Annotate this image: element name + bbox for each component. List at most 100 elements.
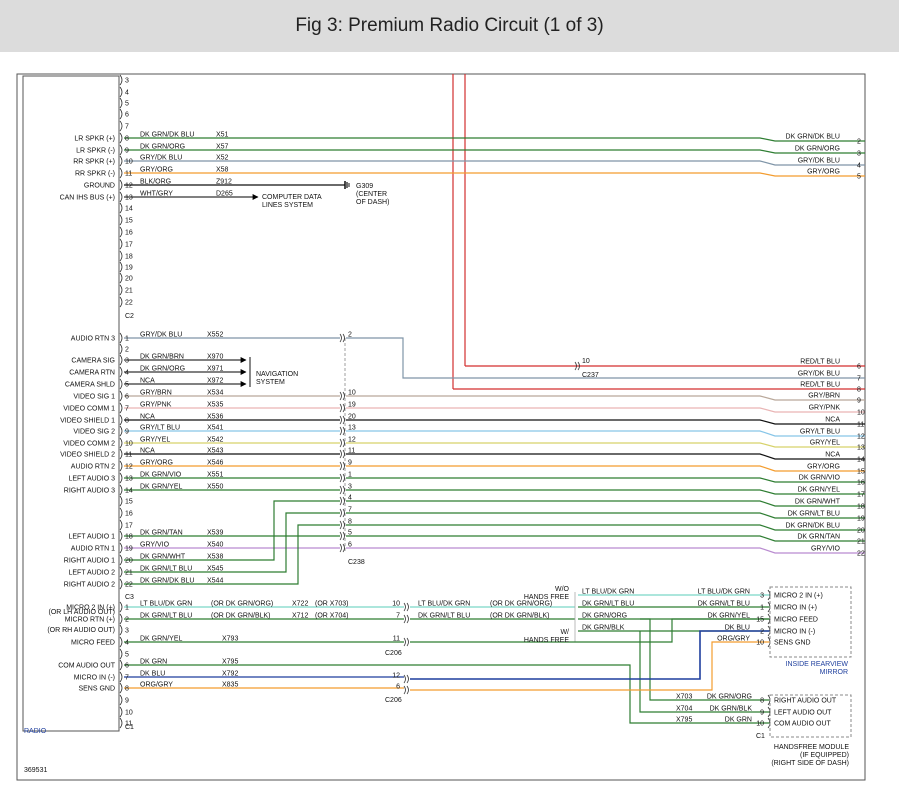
c238-terminal <box>342 403 345 413</box>
c1-pin-bracket <box>119 671 123 683</box>
c2-pin-number: 9 <box>125 148 129 155</box>
c2-pin-number: 14 <box>125 206 133 213</box>
c3-wire <box>346 453 865 460</box>
c3-circuit-id: X551 <box>207 472 223 479</box>
c206-connector-label: C206 <box>385 697 402 704</box>
c206-pin-number: 7 <box>396 613 400 620</box>
mirror-pin-bracket <box>767 589 771 601</box>
c1-pin-alt-label: (OR LH AUDIO OUT) <box>48 609 115 616</box>
c2-pin-number: 6 <box>125 112 129 119</box>
c2-pin-number: 17 <box>125 242 133 249</box>
c2-pin-bracket <box>119 132 123 144</box>
c2-wire-color: GRY/ORG <box>140 167 173 174</box>
c238-terminal <box>342 485 345 495</box>
radio-module-box <box>22 75 120 732</box>
g309-label: (CENTER <box>356 191 387 198</box>
c3-wire <box>346 442 865 448</box>
c206-terminal <box>406 637 409 647</box>
speaker-right-pin: 2 <box>857 139 861 146</box>
c3-wire-color: GRY/LT BLU <box>140 425 180 432</box>
wires-layer <box>124 137 865 724</box>
c238-terminal <box>339 438 342 448</box>
c3-pin-label: RIGHT AUDIO 3 <box>64 488 115 495</box>
c238-pin-number: 2 <box>348 332 352 339</box>
c3-pin-bracket <box>119 437 123 449</box>
c2-pin-bracket <box>119 108 123 120</box>
c2-pin-bracket <box>119 226 123 238</box>
handsfree-label: HANDSFREE MODULE <box>774 744 849 751</box>
c3-pin-number: 19 <box>125 546 133 553</box>
c1-pin-bracket <box>119 613 123 625</box>
c238-terminal <box>342 496 345 506</box>
c3-circuit-id: X971 <box>207 366 223 373</box>
right-wire-color: DK GRN/DK BLU <box>786 523 840 530</box>
c3-circuit-id: X550 <box>207 484 223 491</box>
c2-pin-label: GROUND <box>84 183 115 190</box>
c1-pin-label: MICRO FEED <box>71 640 115 647</box>
c2-pin-bracket <box>119 191 123 203</box>
c3-pin-bracket <box>119 507 123 519</box>
c238-terminal <box>342 543 345 553</box>
right-wire-color: GRY/DK BLU <box>798 371 840 378</box>
c3-routed-wire <box>346 535 865 542</box>
c3-wire-color: DK GRN/VIO <box>140 472 182 479</box>
c2-circuit-id: X51 <box>216 132 229 139</box>
c3-wire <box>346 407 865 413</box>
hands-free-wire-color: LT BLU/DK GRN <box>582 589 634 596</box>
c206-mid-color: DK GRN/LT BLU <box>418 613 470 620</box>
c3-pin-number: 10 <box>125 441 133 448</box>
handsfree-connector-label: C1 <box>756 733 765 740</box>
c2-pin-number: 3 <box>125 78 129 85</box>
c3-wire-color: DK GRN/DK BLU <box>140 578 194 585</box>
speaker-wire <box>124 160 865 166</box>
c3-pin-bracket <box>119 519 123 531</box>
handsfree-wire-color: DK GRN/ORG <box>707 694 752 701</box>
speaker-right-color: DK GRN/ORG <box>795 146 840 153</box>
c3-pin-label: AUDIO RTN 1 <box>71 546 115 553</box>
c1-pin-bracket <box>119 659 123 671</box>
c238-terminal <box>339 333 342 343</box>
c206-pin-number: 12 <box>392 673 400 680</box>
handsfree-label: (RIGHT SIDE OF DASH) <box>771 760 849 767</box>
right-wire-pin: 19 <box>857 516 865 523</box>
handsfree-label: (IF EQUIPPED) <box>800 752 849 759</box>
c1-circuit-id: X712 <box>292 613 308 620</box>
c1-pin-label: SENS GND <box>78 686 115 693</box>
g309-label: OF DASH) <box>356 199 389 206</box>
c1-pin-bracket <box>119 682 123 694</box>
c1-pin-number: 8 <box>125 686 129 693</box>
c1-circuit-alt: (OR X703) <box>315 601 348 608</box>
c3-pin-number: 2 <box>125 347 129 354</box>
right-wire-pin: 21 <box>857 539 865 546</box>
c206-mid-alt: (OR DK GRN/ORG) <box>490 601 552 608</box>
c3-routed-wire <box>346 500 865 507</box>
c3-pin-bracket <box>119 425 123 437</box>
c1-pin-bracket <box>119 717 123 729</box>
speaker-right-pin: 4 <box>857 163 861 170</box>
c3-pin-number: 4 <box>125 370 129 377</box>
c1-sens-gnd-wire <box>410 641 770 691</box>
c2-pin-label: LR SPKR (+) <box>74 136 115 143</box>
c3-wire-color: GRY/VIO <box>140 542 170 549</box>
c237-connector-label: C237 <box>582 372 599 379</box>
c3-pin-number: 11 <box>125 452 132 459</box>
right-wire-pin: 8 <box>857 387 861 394</box>
c2-pin-number: 13 <box>125 195 133 202</box>
c238-terminal <box>342 391 345 401</box>
c238-terminal <box>339 543 342 553</box>
c3-wire-color: GRY/DK BLU <box>140 332 182 339</box>
c206-mid-alt: (OR DK GRN/BLK) <box>490 613 550 620</box>
c2-wire-color: WHT/GRY <box>140 191 173 198</box>
c3-pin-bracket <box>119 554 123 566</box>
c238-terminal <box>342 531 345 541</box>
c2-pin-number: 21 <box>125 288 133 295</box>
c3-pin-number: 15 <box>125 499 133 506</box>
c2-circuit-id: X52 <box>216 155 229 162</box>
c1-circuit-id: X793 <box>222 636 238 643</box>
c3-pin-number: 8 <box>125 418 129 425</box>
c2-pin-bracket <box>119 74 123 86</box>
speaker-right-color: GRY/ORG <box>807 169 840 176</box>
c3-pin-label: RIGHT AUDIO 1 <box>64 558 115 565</box>
right-wire-pin: 13 <box>857 445 865 452</box>
